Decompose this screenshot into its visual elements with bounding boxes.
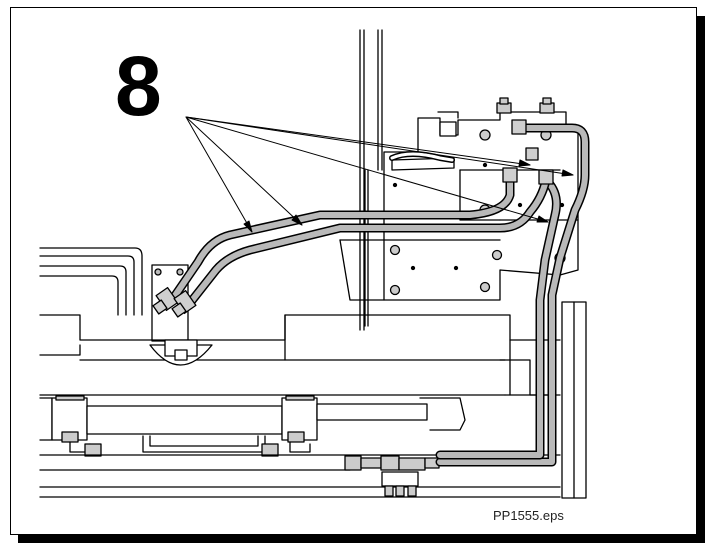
hydraulic-cylinder <box>39 395 466 443</box>
main-beam <box>39 314 561 396</box>
frame-shadow-bottom <box>18 535 705 543</box>
hose-left-b <box>185 175 551 308</box>
left-rails <box>39 247 143 316</box>
hose-middle-right <box>435 177 561 460</box>
hose-upper-right <box>435 123 590 467</box>
figure-filename: PP1555.eps <box>493 508 564 523</box>
right-frame <box>499 301 587 499</box>
callout-leaders <box>185 116 574 233</box>
hose-left-a <box>167 173 515 305</box>
frame-shadow-right <box>697 16 705 543</box>
vertical-mast <box>359 29 383 331</box>
short-hose <box>389 151 455 163</box>
callout-number: 8 <box>115 39 162 133</box>
hose-fittings <box>152 119 554 318</box>
